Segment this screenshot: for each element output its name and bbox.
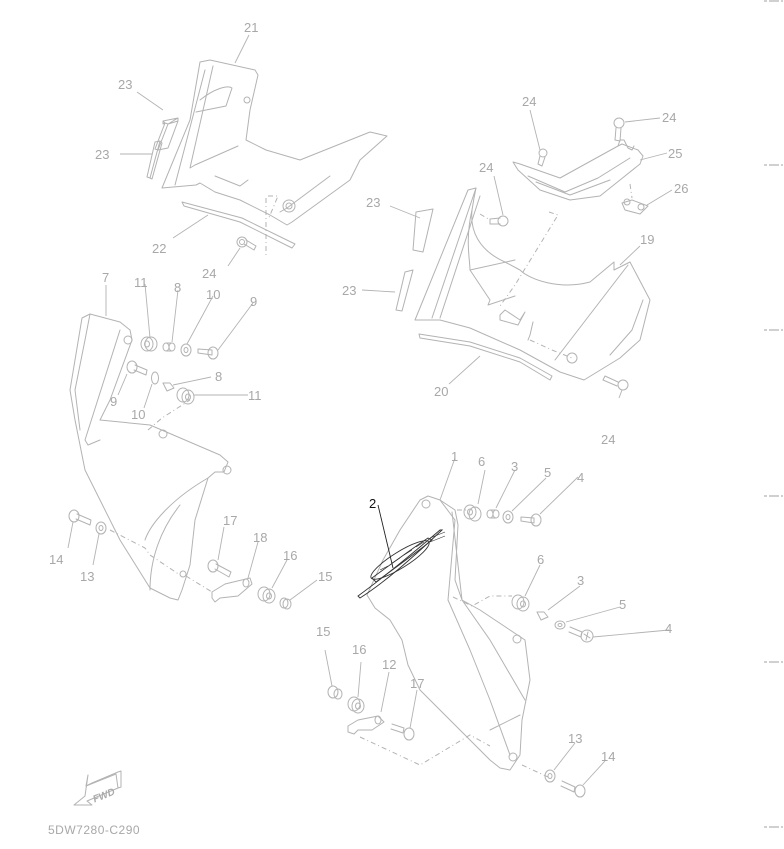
part-15-collar-b[interactable] (327, 685, 343, 700)
part-12-stay[interactable] (347, 715, 385, 735)
part-3-collar-a[interactable] (486, 509, 500, 519)
part-19-side-panel[interactable] (414, 187, 651, 381)
page-edge-ticks (764, 0, 784, 828)
part-22-trim-strip[interactable] (181, 201, 296, 249)
label-4: 4 (665, 621, 672, 636)
label-3: 3 (577, 573, 584, 588)
label-15: 15 (316, 624, 330, 639)
label-6: 6 (478, 454, 485, 469)
part-23-foam-pads-lower[interactable] (395, 208, 434, 312)
part-4-bolt-b[interactable] (568, 626, 594, 643)
part-17-bolt-a[interactable] (207, 559, 232, 578)
part-7-lower-cowl-left[interactable] (69, 313, 232, 601)
fwd-arrow-icon: FWD (73, 770, 122, 806)
part-14-bolt-b[interactable] (560, 780, 586, 798)
label-6: 6 (537, 552, 544, 567)
part-labels: 21 23 23 22 24 24 24 25 26 24 23 23 19 2… (49, 20, 688, 764)
label-26: 26 (674, 181, 688, 196)
part-16-damper-a[interactable] (257, 586, 276, 604)
part-2-emblem[interactable] (357, 529, 446, 599)
part-24-bolt-c[interactable] (613, 117, 625, 142)
label-16: 16 (283, 548, 297, 563)
part-6-grommet-b[interactable] (511, 594, 530, 612)
diagram-code: 5DW7280-C290 (48, 823, 140, 837)
label-17: 17 (223, 513, 237, 528)
label-13: 13 (80, 569, 94, 584)
part-10-washer-b[interactable] (151, 371, 159, 385)
part-24-bolt-b[interactable] (537, 148, 548, 167)
part-25-bracket[interactable] (512, 139, 644, 201)
label-14: 14 (49, 552, 63, 567)
part-6-grommet-a[interactable] (463, 504, 482, 522)
label-8: 8 (215, 369, 222, 384)
label-8: 8 (174, 280, 181, 295)
label-11: 11 (134, 275, 148, 290)
label-10: 10 (206, 287, 220, 302)
label-24: 24 (522, 94, 536, 109)
label-10: 10 (131, 407, 145, 422)
label-20: 20 (434, 384, 448, 399)
part-21-inner-panel[interactable] (161, 59, 388, 258)
label-9: 9 (110, 394, 117, 409)
part-11-grommet-a[interactable] (140, 336, 158, 352)
part-5-washer-b[interactable] (554, 620, 566, 630)
label-5: 5 (619, 597, 626, 612)
label-24: 24 (479, 160, 493, 175)
label-4: 4 (577, 470, 584, 485)
label-23: 23 (95, 147, 109, 162)
part-5-washer-a[interactable] (502, 510, 514, 524)
label-25: 25 (668, 146, 682, 161)
part-24-bolt-e[interactable] (602, 375, 629, 391)
label-7: 7 (102, 270, 109, 285)
label-14: 14 (601, 749, 615, 764)
leader-lines (67, 34, 673, 786)
part-13-collar-a[interactable] (95, 521, 107, 535)
part-4-bolt-a[interactable] (520, 513, 542, 527)
label-5: 5 (544, 465, 551, 480)
part-26-clip[interactable] (621, 183, 649, 215)
part-24-bolt-d[interactable] (479, 213, 509, 227)
part-3-collar-b[interactable] (536, 611, 549, 621)
part-16-damper-b[interactable] (347, 696, 365, 714)
label-24: 24 (202, 266, 216, 281)
label-15: 15 (318, 569, 332, 584)
label-19: 19 (640, 232, 654, 247)
label-24: 24 (601, 432, 615, 447)
label-23: 23 (118, 77, 132, 92)
part-11-grommet-b[interactable] (176, 387, 195, 405)
label-24: 24 (662, 110, 676, 125)
part-15-collar-a[interactable] (279, 597, 292, 610)
part-9-bolt-a[interactable] (197, 346, 219, 360)
label-1: 1 (451, 449, 458, 464)
part-24-bolt-a[interactable] (236, 236, 257, 251)
part-10-washer-a[interactable] (180, 343, 192, 357)
label-22: 22 (152, 241, 166, 256)
part-17-bolt-b[interactable] (390, 723, 415, 741)
label-23: 23 (366, 195, 380, 210)
label-17: 17 (410, 676, 424, 691)
label-18: 18 (253, 530, 267, 545)
label-13: 13 (568, 731, 582, 746)
label-3: 3 (511, 459, 518, 474)
part-18-stay[interactable] (185, 575, 253, 603)
part-8-collar-b[interactable] (162, 382, 175, 392)
label-9: 9 (250, 294, 257, 309)
part-14-bolt-a[interactable] (68, 509, 92, 526)
part-13-collar-b[interactable] (544, 769, 556, 783)
label-12: 12 (382, 657, 396, 672)
part-9-bolt-b[interactable] (126, 360, 148, 376)
label-11: 11 (248, 388, 262, 403)
label-23: 23 (342, 283, 356, 298)
label-21: 21 (244, 20, 258, 35)
part-1-lower-cowl-right[interactable] (359, 495, 549, 778)
part-23-foam-pads-upper[interactable] (146, 117, 179, 180)
fwd-label: FWD (91, 787, 116, 806)
label-16: 16 (352, 642, 366, 657)
label-2: 2 (369, 496, 376, 511)
part-8-collar-a[interactable] (162, 342, 176, 352)
part-20-trim-strip[interactable] (418, 333, 553, 381)
